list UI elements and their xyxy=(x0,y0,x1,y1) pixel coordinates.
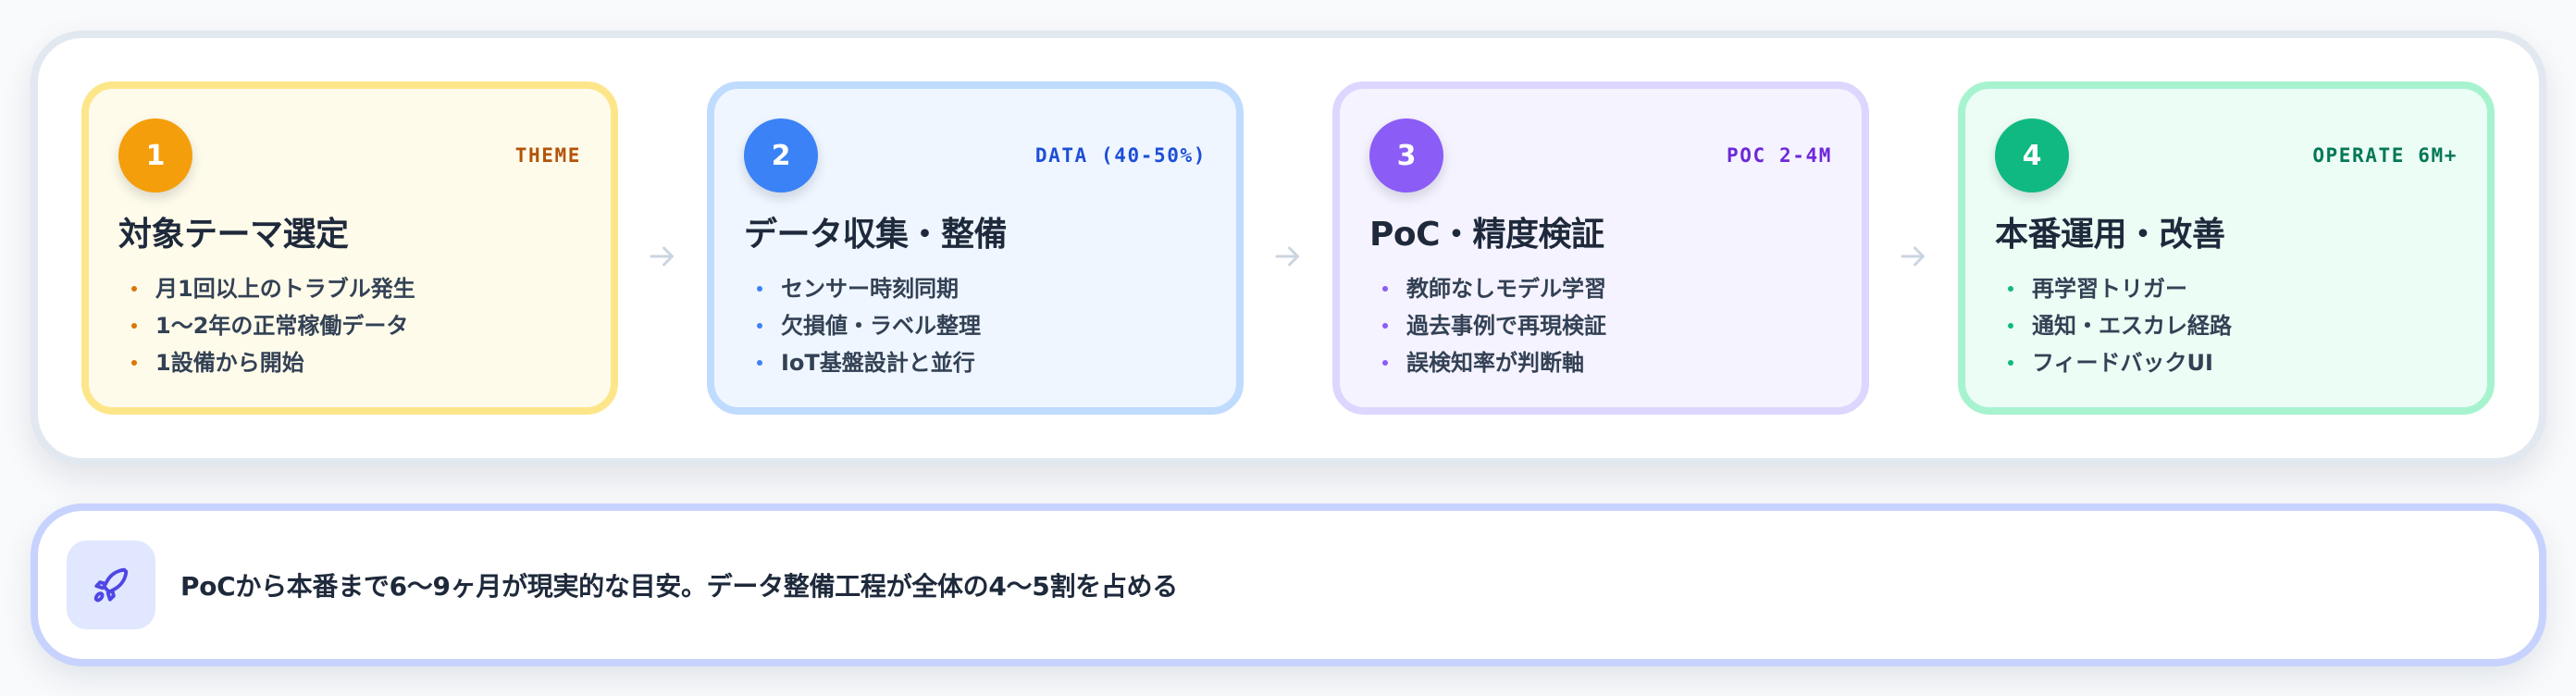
step-title: データ収集・整備 xyxy=(744,216,1008,254)
list-item: 再学習トリガー xyxy=(1995,270,2232,307)
bullet-icon xyxy=(131,323,137,329)
bullet-icon xyxy=(757,323,762,329)
bullet-icon xyxy=(757,286,762,292)
bullet-icon xyxy=(1382,360,1388,366)
arrow-right-icon xyxy=(1275,246,1299,267)
step-title: PoC・精度検証 xyxy=(1369,216,1604,254)
step-items: 再学習トリガー 通知・エスカレ経路 フィードバックUI xyxy=(1995,270,2232,381)
step-card-operate: 4 OPERATE 6M+ 本番運用・改善 再学習トリガー 通知・エスカレ経路 … xyxy=(1958,81,2495,415)
step-number-badge: 2 xyxy=(744,118,818,193)
list-item: センサー時刻同期 xyxy=(744,270,981,307)
step-number-badge: 3 xyxy=(1369,118,1443,193)
step-tag: THEME xyxy=(514,144,581,167)
bullet-icon xyxy=(2008,323,2013,329)
bullet-icon xyxy=(1382,286,1388,292)
bullet-icon xyxy=(131,360,137,366)
list-item: IoT基盤設計と並行 xyxy=(744,344,981,381)
step-items: 月1回以上のトラブル発生 1〜2年の正常稼働データ 1設備から開始 xyxy=(118,270,415,381)
list-item: 1設備から開始 xyxy=(118,344,415,381)
list-item: 月1回以上のトラブル発生 xyxy=(118,270,415,307)
summary-message: PoCから本番まで6〜9ヶ月が現実的な目安。データ整備工程が全体の4〜5割を占め… xyxy=(180,571,1178,602)
arrow-right-icon xyxy=(650,246,674,267)
bullet-icon xyxy=(2008,286,2013,292)
list-item: 教師なしモデル学習 xyxy=(1369,270,1606,307)
step-items: 教師なしモデル学習 過去事例で再現検証 誤検知率が判断軸 xyxy=(1369,270,1606,381)
step-items: センサー時刻同期 欠損値・ラベル整理 IoT基盤設計と並行 xyxy=(744,270,981,381)
list-item: 過去事例で再現検証 xyxy=(1369,307,1606,344)
rocket-icon-box xyxy=(67,541,155,629)
bullet-icon xyxy=(2008,360,2013,366)
list-item: 誤検知率が判断軸 xyxy=(1369,344,1606,381)
step-title: 対象テーマ選定 xyxy=(118,216,349,254)
list-item: 1〜2年の正常稼働データ xyxy=(118,307,415,344)
step-card-theme: 1 THEME 対象テーマ選定 月1回以上のトラブル発生 1〜2年の正常稼働デー… xyxy=(81,81,618,415)
step-tag: DATA (40-50%) xyxy=(1034,144,1207,167)
step-number-badge: 1 xyxy=(118,118,192,193)
bullet-icon xyxy=(131,286,137,292)
process-flow-panel: 1 THEME 対象テーマ選定 月1回以上のトラブル発生 1〜2年の正常稼働デー… xyxy=(31,31,2546,466)
list-item: フィードバックUI xyxy=(1995,344,2232,381)
step-card-data: 2 DATA (40-50%) データ収集・整備 センサー時刻同期 欠損値・ラベ… xyxy=(707,81,1244,415)
rocket-icon xyxy=(93,567,129,603)
step-card-poc: 3 POC 2-4M PoC・精度検証 教師なしモデル学習 過去事例で再現検証 … xyxy=(1332,81,1869,415)
step-title: 本番運用・改善 xyxy=(1995,216,2225,254)
step-number-badge: 4 xyxy=(1995,118,2069,193)
step-tag: POC 2-4M xyxy=(1727,144,1832,167)
arrow-right-icon xyxy=(1901,246,1925,267)
bullet-icon xyxy=(757,360,762,366)
list-item: 欠損値・ラベル整理 xyxy=(744,307,981,344)
summary-banner: PoCから本番まで6〜9ヶ月が現実的な目安。データ整備工程が全体の4〜5割を占め… xyxy=(31,503,2546,666)
step-tag: OPERATE 6M+ xyxy=(2312,144,2458,167)
list-item: 通知・エスカレ経路 xyxy=(1995,307,2232,344)
bullet-icon xyxy=(1382,323,1388,329)
